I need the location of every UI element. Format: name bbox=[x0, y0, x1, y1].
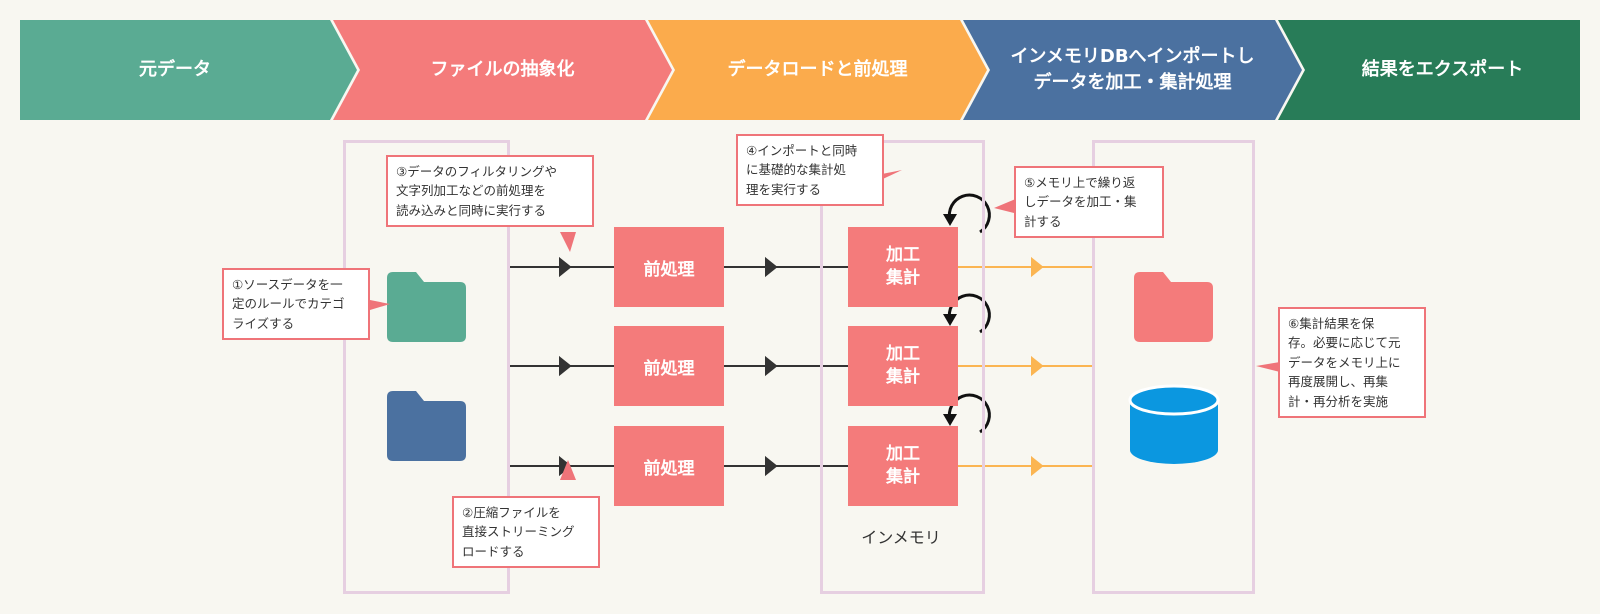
header-step-1: 元データ bbox=[139, 58, 211, 80]
aggregate-box: 加工 集計 bbox=[848, 426, 958, 506]
callout-1: ①ソースデータを一 定のルールでカテゴ ライズする bbox=[222, 268, 370, 341]
preprocess-box: 前処理 bbox=[614, 426, 724, 506]
callout-2: ②圧縮ファイルを 直接ストリーミング ロードする bbox=[452, 496, 600, 569]
header-step-4-shape bbox=[963, 20, 1302, 120]
loop-arrows bbox=[947, 193, 991, 434]
folder-icon bbox=[1134, 272, 1213, 342]
header-step-5-shape bbox=[1278, 20, 1580, 120]
header-step-2-shape bbox=[333, 20, 672, 120]
loop-arrow-icon bbox=[947, 393, 991, 434]
aggregate-box: 加工 集計 bbox=[848, 326, 958, 406]
callout-6: ⑥集計結果を保 存。必要に応じて元 データをメモリ上に 再度展開し、再集 計・再… bbox=[1278, 307, 1426, 418]
preprocess-box: 前処理 bbox=[614, 227, 724, 307]
header-step-5: 結果をエクスポート bbox=[1361, 58, 1524, 80]
inmemory-label: インメモリ bbox=[861, 528, 941, 547]
aggregate-box: 加工 集計 bbox=[848, 227, 958, 307]
header-step-2: ファイルの抽象化 bbox=[430, 58, 575, 80]
orange-flow-arrows bbox=[958, 256, 1092, 477]
header-step-3: データロードと前処理 bbox=[727, 58, 908, 80]
callout-5: ⑤メモリ上で繰り返 しデータを加工・集 計する bbox=[1014, 166, 1164, 239]
header-step-1-shape bbox=[20, 20, 357, 120]
database-icon bbox=[1128, 384, 1220, 464]
folder-icon bbox=[387, 272, 466, 342]
callout-3: ③データのフィルタリングや 文字列加工などの前処理を 読み込みと同時に実行する bbox=[386, 155, 594, 228]
loop-arrow-icon bbox=[947, 293, 991, 334]
folder-icon bbox=[387, 391, 466, 461]
callout-4: ④インポートと同時 に基礎的な集計処 理を実行する bbox=[736, 134, 884, 207]
export-column-frame bbox=[1092, 140, 1255, 594]
inmemory-column-frame bbox=[820, 140, 985, 594]
header-step-3-shape bbox=[648, 20, 987, 120]
header-step-4: インメモリDBへインポートし データを加工・集計処理 bbox=[1010, 45, 1255, 93]
preprocess-box: 前処理 bbox=[614, 326, 724, 406]
loop-arrow-icon bbox=[947, 193, 991, 234]
callout-pointers bbox=[370, 170, 1280, 480]
source-column-frame bbox=[343, 140, 510, 594]
